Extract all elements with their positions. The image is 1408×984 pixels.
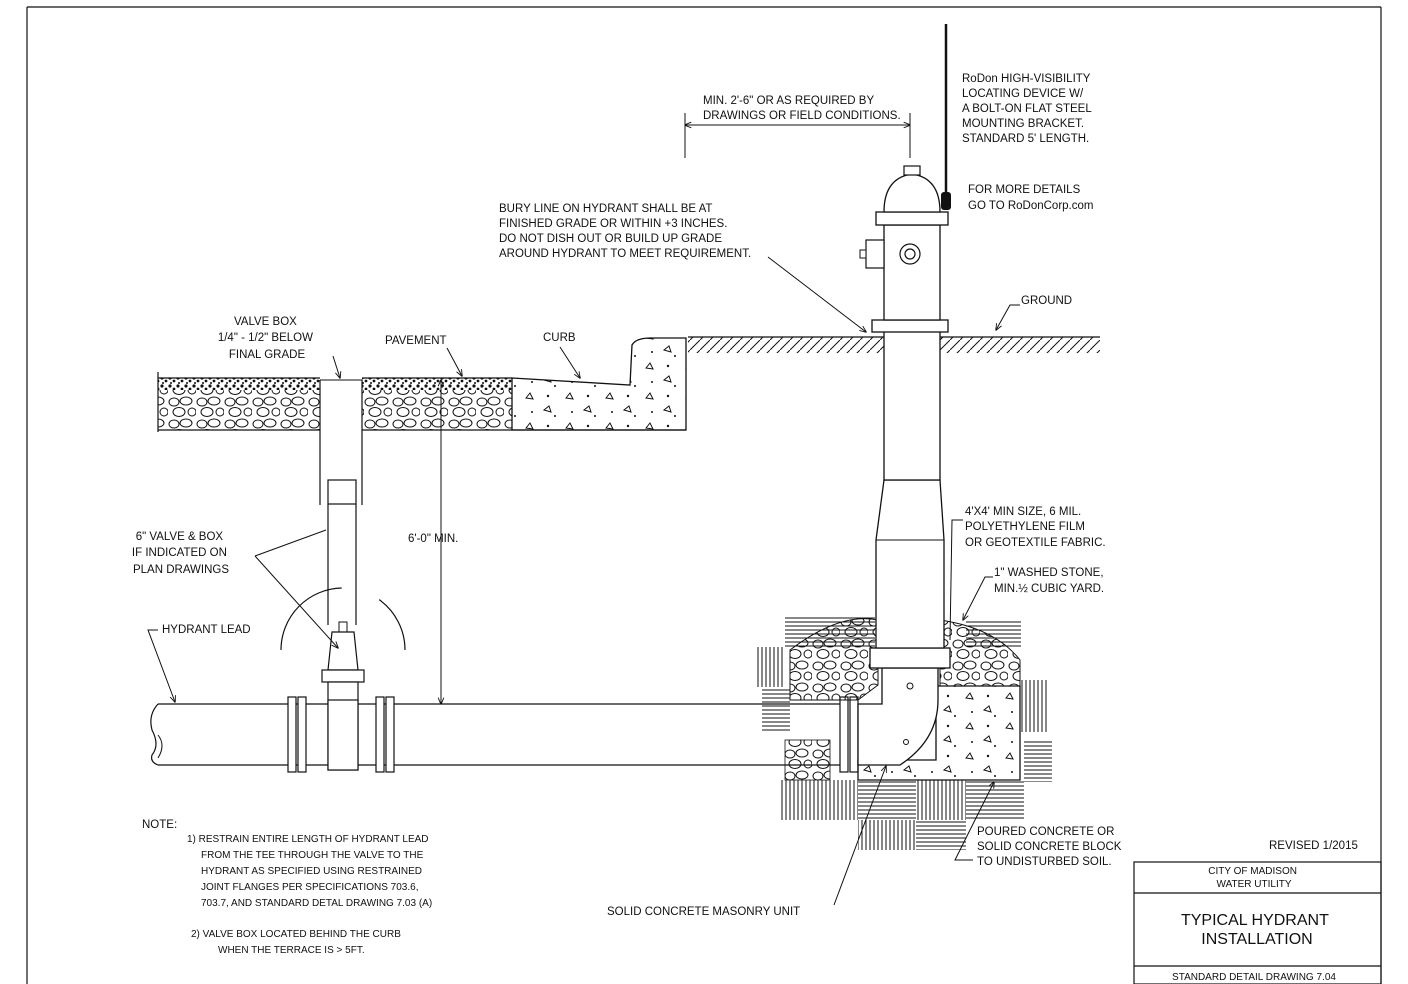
drawing-number: STANDARD DETAIL DRAWING 7.04 bbox=[1172, 972, 1336, 983]
org-name: CITY OF MADISON WATER UTILITY bbox=[1208, 866, 1300, 890]
masonry-label: SOLID CONCRETE MASONRY UNIT bbox=[607, 906, 800, 918]
pavement-label: PAVEMENT bbox=[385, 335, 447, 347]
sheet-border bbox=[26, 6, 1382, 984]
bury-line-label: BURY LINE ON HYDRANT SHALL BE AT FINISHE… bbox=[499, 203, 751, 260]
more-details-label: FOR MORE DETAILS GO TO RoDonCorp.com bbox=[968, 184, 1093, 212]
film-label: 4'X4' MIN SIZE, 6 MIL. POLYETHYLENE FILM… bbox=[965, 506, 1106, 549]
ground-label: GROUND bbox=[1021, 295, 1072, 307]
pavement-section bbox=[157, 372, 686, 432]
thrust-block bbox=[857, 685, 1021, 781]
washed-stone-label: 1" WASHED STONE, MIN.½ CUBIC YARD. bbox=[994, 567, 1107, 595]
curb-label: CURB bbox=[543, 332, 576, 344]
washed-stone-bed bbox=[784, 618, 1021, 781]
valve-box bbox=[280, 379, 406, 651]
locating-device-rod bbox=[941, 24, 951, 210]
locating-device-label: RoDon HIGH-VISIBILITY LOCATING DEVICE W/… bbox=[962, 73, 1095, 145]
curb bbox=[511, 337, 687, 431]
hydrant-top bbox=[859, 165, 949, 321]
notes-block: NOTE: 1) RESTRAIN ENTIRE LENGTH OF HYDRA… bbox=[142, 819, 432, 956]
note-2: 2) VALVE BOX LOCATED BEHIND THE CURB WHE… bbox=[191, 929, 404, 956]
note-1: 1) RESTRAIN ENTIRE LENGTH OF HYDRANT LEA… bbox=[187, 834, 432, 909]
poured-concrete-label: POURED CONCRETE OR SOLID CONCRETE BLOCK … bbox=[977, 826, 1125, 868]
drawing-title: TYPICAL HYDRANT INSTALLATION bbox=[1181, 912, 1333, 948]
hydrant-barrel bbox=[869, 319, 951, 669]
leader-lines bbox=[147, 256, 1020, 906]
title-block: REVISED 1/2015 CITY OF MADISON WATER UTI… bbox=[1133, 840, 1382, 984]
valve-and-box-label: 6" VALVE & BOX IF INDICATED ON PLAN DRAW… bbox=[132, 531, 230, 576]
revised-label: REVISED 1/2015 bbox=[1269, 840, 1358, 852]
masonry-blocks bbox=[755, 615, 1052, 850]
hydrant-lead-pipe bbox=[150, 696, 859, 773]
valve-box-label: VALVE BOX 1/4" - 1/2" BELOW FINAL GRADE bbox=[218, 316, 316, 361]
depth-label: 6'-0" MIN. bbox=[408, 533, 458, 545]
labels: RoDon HIGH-VISIBILITY LOCATING DEVICE W/… bbox=[132, 73, 1125, 918]
offset-dimension bbox=[685, 113, 910, 158]
note-heading: NOTE: bbox=[142, 819, 177, 831]
min-offset-label: MIN. 2'-6" OR AS REQUIRED BY DRAWINGS OR… bbox=[703, 95, 901, 122]
hydrant-lead-label: HYDRANT LEAD bbox=[162, 624, 251, 636]
